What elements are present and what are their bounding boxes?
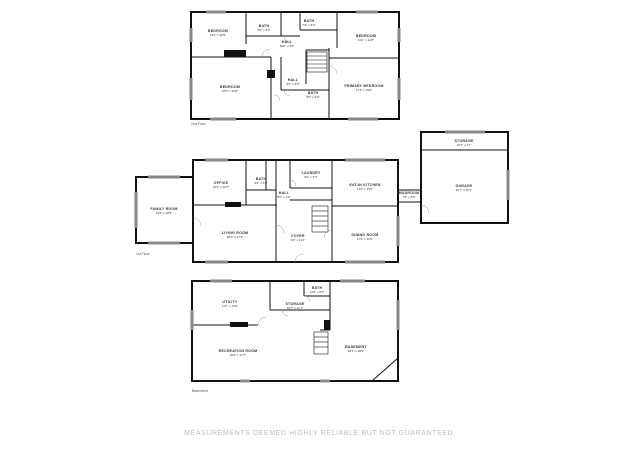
room-dims: 11'7" x 16'6": [222, 304, 238, 308]
room-name: LAUNDRY: [302, 171, 321, 175]
room-name: PRIMARY BEDROOM: [344, 84, 383, 88]
basement-stairs: [313, 331, 329, 355]
room-name: BEDROOM: [220, 85, 240, 89]
room-dims: 17'0" x 15'0": [357, 237, 373, 241]
floor-label: Basement: [192, 389, 208, 393]
room-name: DINING ROOM: [352, 233, 379, 237]
room-name: FAMILY ROOM: [150, 207, 177, 211]
closet: [224, 50, 246, 57]
second-floor-plan: 2nd Floor BEDROOM 13'4" x 10'5" BATH 5'6…: [189, 10, 401, 126]
room-name: FOYER: [291, 234, 305, 238]
room-name: UTILITY: [223, 300, 238, 304]
room-name: BEDROOM: [208, 29, 228, 33]
room-name: STORAGE: [454, 139, 474, 143]
room-name: HALL: [288, 78, 299, 82]
first-floor-outline: [192, 159, 399, 263]
room-dims: 5'6" x 5'0": [254, 181, 267, 185]
room-dims: 13'6" x 18'5": [156, 211, 172, 215]
first-floor-plan: 1st Floor OFFICE 10'0" x 10'7" BATH 5'6"…: [134, 130, 510, 264]
room-dims: 16'7" x 11'7": [287, 306, 303, 310]
chimney: [324, 320, 330, 330]
room-dims: 8'0" x 6'0": [306, 95, 319, 99]
room-name: BATH: [308, 91, 319, 95]
room-dims: 7'6" x 6'4": [302, 23, 315, 27]
basement-plan: Basement UTILITY 11'7" x 16'6" BATH 13'6…: [190, 279, 400, 393]
room-dims: 8'0" x 5'3": [304, 175, 317, 179]
chimney: [267, 70, 275, 78]
room-name: LIVING ROOM: [222, 231, 248, 235]
room-dims: 16'7" x 4'7": [457, 143, 472, 147]
upper-stairs: [306, 51, 328, 73]
room-dims: 10'0" x 10'7": [213, 185, 229, 189]
room-dims: 8'0" x 4'0": [277, 195, 290, 199]
room-dims: 5'6" x 8'0": [257, 28, 270, 32]
room-dims: 13'4" x 10'5": [210, 33, 226, 37]
disclaimer-text: MEASUREMENTS DEEMED HIGHLY RELIABLE BUT …: [184, 430, 456, 437]
room-dims: 16'5" x 13'8": [222, 89, 238, 93]
fireplace: [230, 322, 248, 327]
room-name: HALL: [282, 40, 293, 44]
room-dims: 7'6" x 9'0": [402, 195, 415, 199]
room-name: RECREATION ROOM: [219, 349, 258, 353]
room-name: EAT-IN KITCHEN: [349, 183, 380, 187]
room-name: BATH: [256, 177, 267, 181]
basement-outline: [191, 280, 399, 382]
room-name: MUDROOM: [399, 191, 420, 195]
room-dims: 13'6" x 8'0": [310, 290, 325, 294]
room-dims: 13'4" x 12'8": [358, 38, 374, 42]
room-name: GARAGE: [456, 184, 473, 188]
room-name: HALL: [279, 191, 290, 195]
room-name: BATH: [312, 286, 323, 290]
room-name: BASEMENT: [345, 345, 367, 349]
room-dims: 17'0" x 15'6": [357, 187, 373, 191]
room-dims: 16'6" x 4'0": [280, 44, 295, 48]
room-name: BATH: [259, 24, 270, 28]
room-name: OFFICE: [214, 181, 229, 185]
room-dims: 39'4" x 17'7": [230, 353, 246, 357]
room-dims: 22'7" x 22'7": [456, 188, 472, 192]
fireplace: [225, 202, 241, 207]
main-stairs: [311, 205, 329, 233]
room-dims: 9'0" x 11'2": [291, 238, 306, 242]
room-name: STORAGE: [285, 302, 305, 306]
room-dims: 20'0" x 17'7": [227, 235, 243, 239]
floor-label: 2nd Floor: [191, 122, 207, 126]
room-dims: 30'7" x 28'0": [348, 349, 364, 353]
room-name: BEDROOM: [356, 34, 376, 38]
room-name: BATH: [304, 19, 315, 23]
room-dims: 9'0" x 3'0": [286, 82, 299, 86]
floor-label: 1st Floor: [136, 252, 150, 256]
room-dims: 17'4" x 15'8": [356, 88, 372, 92]
second-floor-outline: [190, 11, 400, 120]
